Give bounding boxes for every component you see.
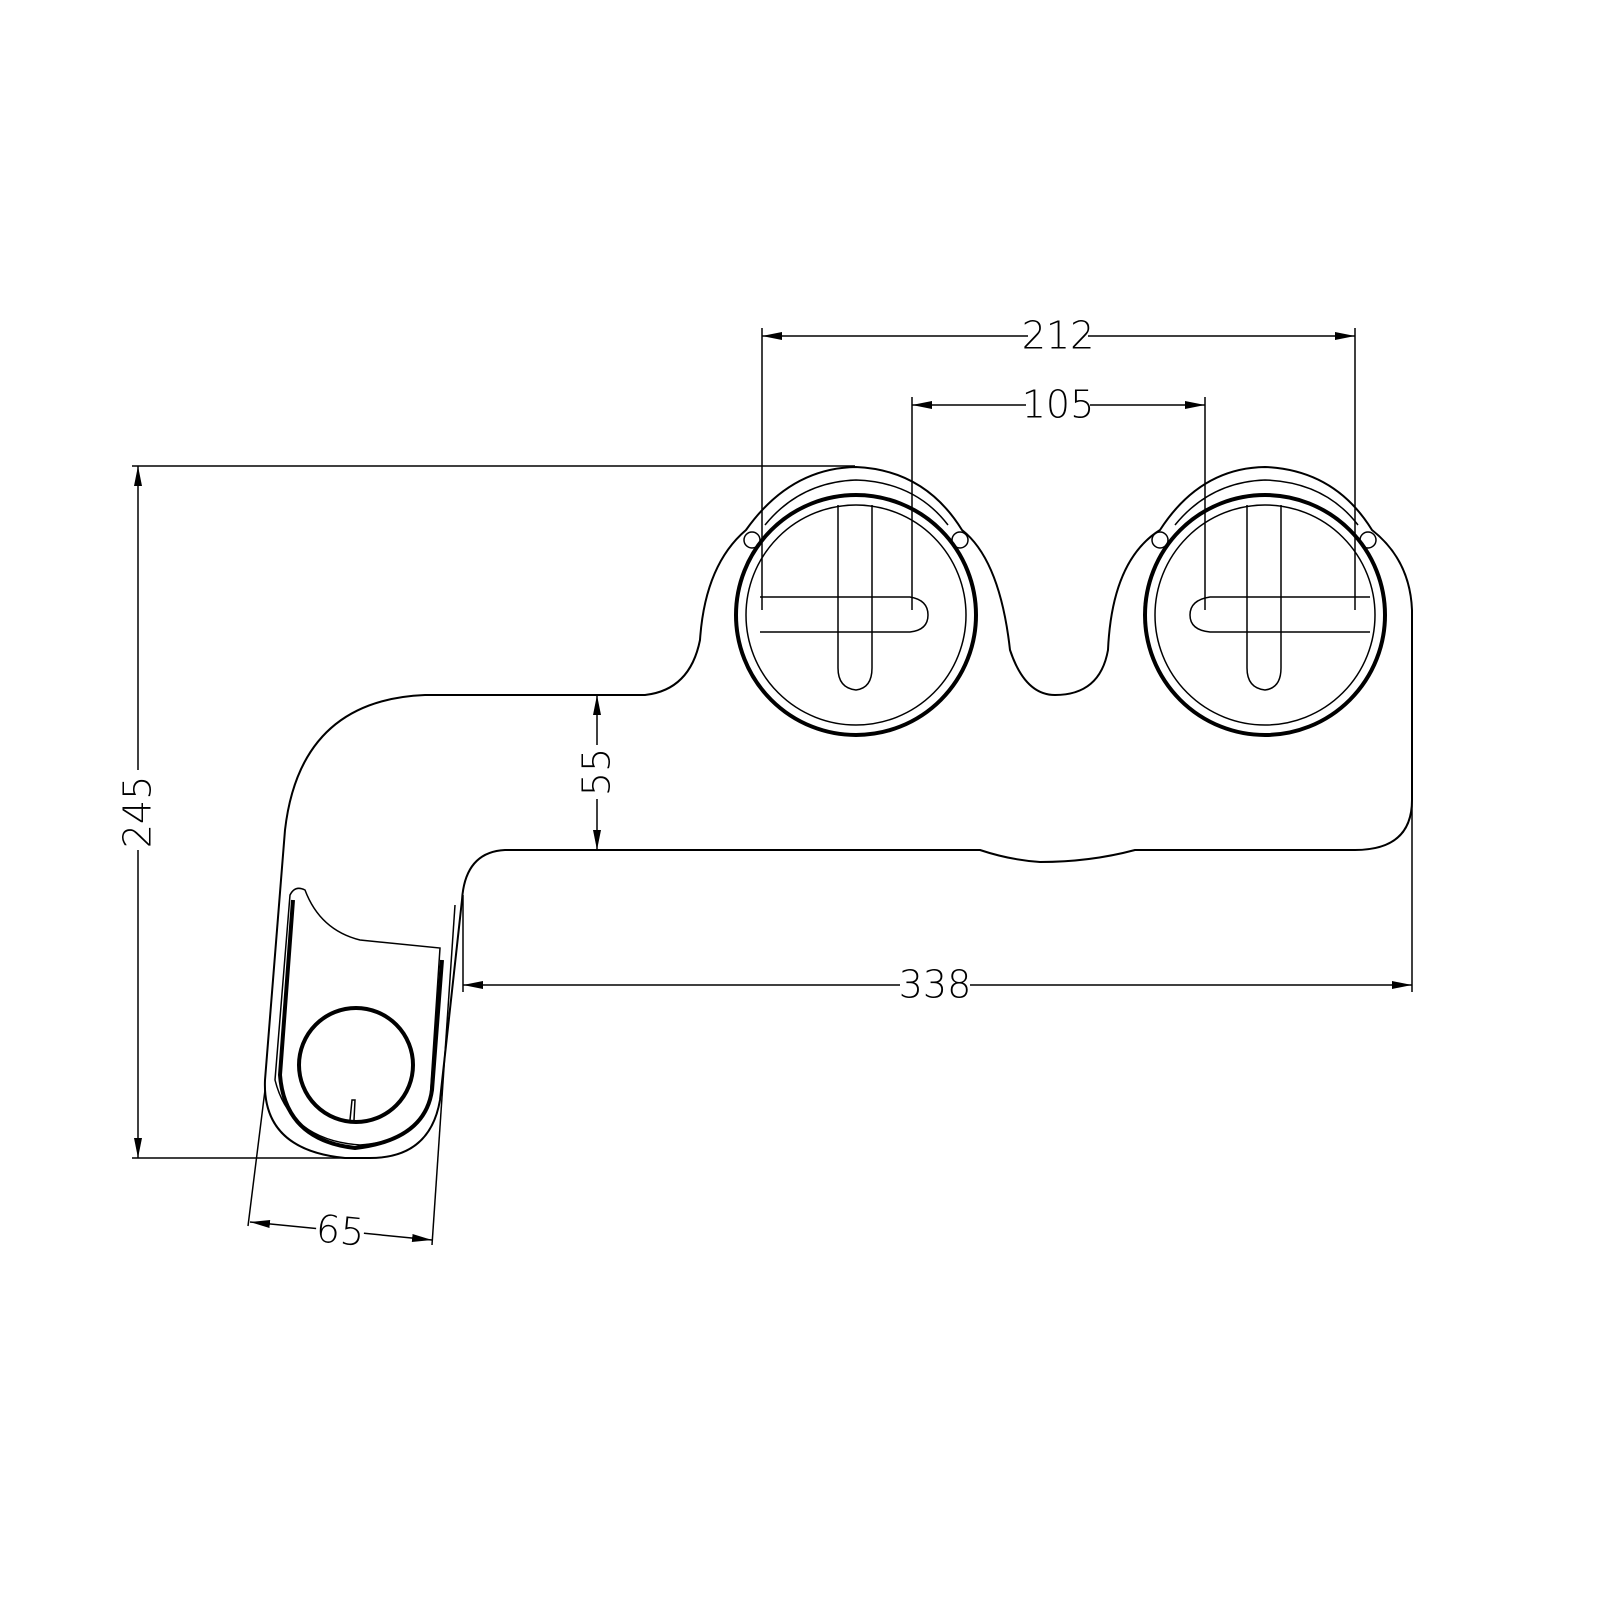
nozzle-tip: [349, 1099, 356, 1121]
knob-left: [734, 479, 978, 737]
dimension-65: 65: [247, 904, 456, 1255]
body-outline: [263, 465, 1413, 1159]
foot-inner-edge: [277, 899, 444, 1151]
dimension-label: 338: [899, 963, 972, 1007]
foot-pocket: [274, 887, 441, 1146]
nozzle-circle: [297, 1006, 415, 1124]
dimension-105: 105: [911, 383, 1206, 610]
knob-right: [1143, 479, 1387, 737]
dimension-245: 245: [116, 465, 855, 1159]
dimension-label: 212: [1022, 314, 1095, 358]
dimension-212: 212: [761, 314, 1356, 610]
dimension-55: 55: [575, 695, 619, 850]
dimension-338: 338: [462, 800, 1413, 1007]
dimension-label: 65: [314, 1206, 366, 1255]
dimension-label: 245: [116, 776, 160, 849]
dimension-label: 55: [575, 748, 619, 796]
dimension-label: 105: [1022, 383, 1095, 427]
